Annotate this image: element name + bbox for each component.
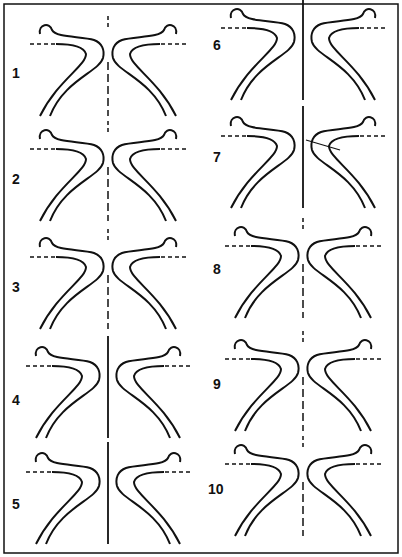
callout-number: 5 bbox=[12, 497, 20, 511]
callout-number: 7 bbox=[213, 150, 221, 164]
callout-number: 6 bbox=[213, 38, 221, 52]
callout-number: 8 bbox=[213, 262, 221, 276]
callout-number: 10 bbox=[208, 482, 224, 496]
callout-number: 1 bbox=[12, 66, 20, 80]
callout-number: 4 bbox=[12, 393, 20, 407]
callout-number: 9 bbox=[213, 377, 221, 391]
callout-number: 3 bbox=[12, 280, 20, 294]
callout-number: 2 bbox=[12, 172, 20, 186]
